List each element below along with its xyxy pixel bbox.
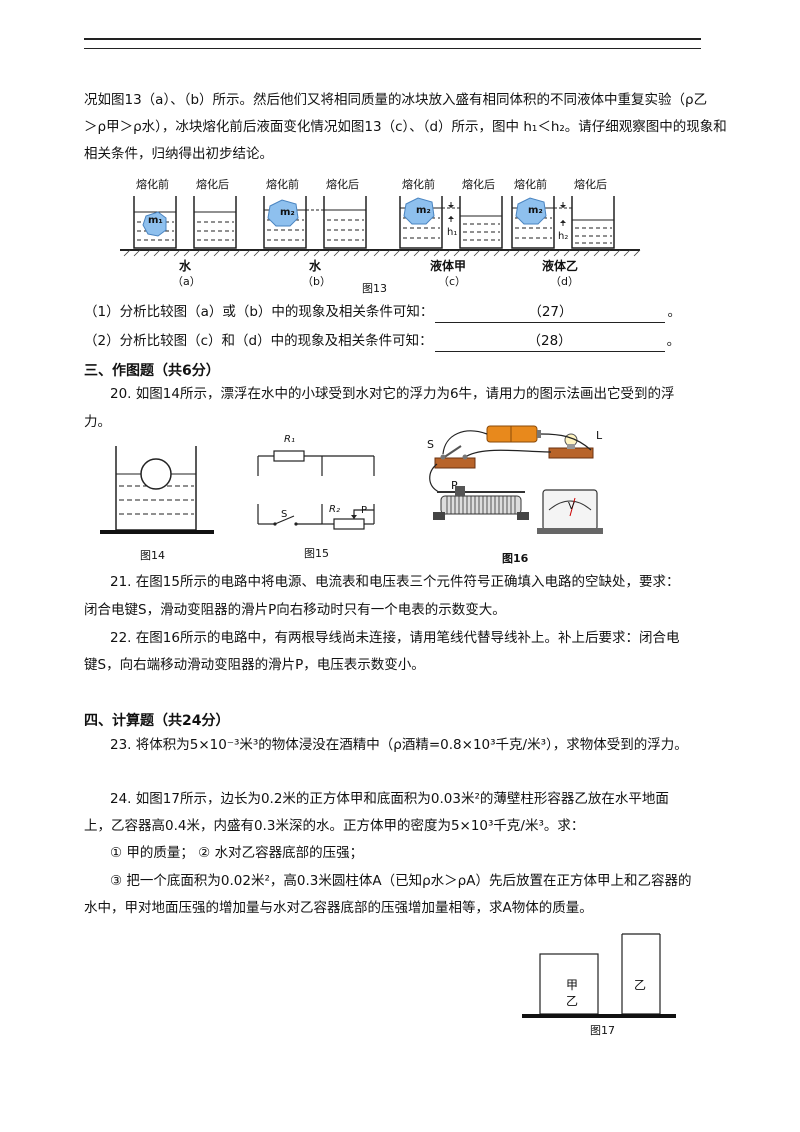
section-4-title: 四、计算题（共24分） (84, 713, 230, 729)
switch-s (274, 515, 295, 525)
fig13-a-mass-label: m₁ (148, 215, 163, 226)
floating-ball (140, 458, 172, 490)
q20-line-2: 力。 (84, 414, 111, 430)
q19-part2: （2）分析比较图（c）和（d）中的现象及相关条件可知：（28）。 (84, 331, 680, 352)
fig13-d-beaker-after (560, 196, 615, 249)
fig13-a-label: （a） (172, 275, 201, 288)
fig13-c-beaker-before (399, 196, 460, 249)
q24-line-4: ③ 把一个底面积为0.02米²，高0.3米圆柱体A（已知ρ水＞ρA）先后放置在正… (110, 873, 692, 889)
fig13-b-before-label: 熔化前 (266, 178, 299, 191)
q20-line-1: 20. 如图14所示，漂浮在水中的小球受到水对它的浮力为6牛，请用力的图示法画出… (110, 386, 675, 402)
header-rule-top (84, 38, 701, 40)
fig13-d-label: （d） (550, 275, 579, 288)
header-rule-bottom (84, 48, 701, 49)
battery-pack (486, 425, 541, 443)
fig13-c-before-label: 熔化前 (402, 178, 435, 191)
fig13-a-after-label: 熔化后 (196, 178, 229, 191)
fig13-a-beaker-before (133, 196, 177, 249)
fig13-d-beaker-before (511, 196, 572, 249)
q23-line-1: 23. 将体积为5×10⁻³米³的物体浸没在酒精中（ρ酒精=0.8×10³千克/… (110, 737, 688, 753)
q24-line-3: ① 甲的质量； ② 水对乙容器底部的压强； (110, 845, 364, 861)
q21-line-2: 闭合电键S，滑动变阻器的滑片P向右移动时只有一个电表的示数变大。 (84, 602, 506, 618)
fig15-caption: 图15 (304, 547, 329, 560)
fig14-caption: 图14 (140, 549, 165, 562)
fig13-b-mass-label: m₂ (280, 207, 295, 218)
fig16-caption: 图16 (502, 552, 529, 565)
fig13-b-after-label: 熔化后 (326, 178, 359, 191)
figure-13 (120, 196, 641, 257)
q19-part2-text: （2）分析比较图（c）和（d）中的现象及相关条件可知： (84, 333, 433, 349)
q22-line-2: 键S，向右端移动滑动变阻器的滑片P，电压表示数变小。 (84, 657, 425, 673)
fig16-s-label: S (427, 438, 434, 451)
fig17-yi-label: 乙 (634, 978, 647, 992)
q19-part1-end: 。 (667, 304, 681, 320)
q24-line-5: 水中，甲对地面压强的增加量与水对乙容器底部的压强增加量相等，求A物体的质量。 (84, 900, 593, 916)
fig13-b-beaker-before (263, 196, 324, 249)
q21-line-1: 21. 在图15所示的电路中将电源、电流表和电压表三个元件符号正确填入电路的空缺… (110, 574, 680, 590)
q22-line-1: 22. 在图16所示的电路中，有两根导线尚未连接，请用笔线代替导线补上。补上后要… (110, 630, 680, 646)
fig13-d-before-label: 熔化前 (514, 178, 547, 191)
fig13-d-liquid: 液体乙 (542, 259, 579, 273)
fig13-b-label: （b） (302, 275, 331, 288)
figure-16 (429, 425, 603, 534)
fig13-c-liquid: 液体甲 (430, 259, 467, 273)
q19-part1: （1）分析比较图（a）或（b）中的现象及相关条件可知：（27）。 (84, 302, 681, 323)
fig13-b-beaker-after (323, 196, 367, 249)
fig13-d-after-label: 熔化后 (574, 178, 607, 191)
fig15-s-label: S (281, 509, 288, 520)
fig13-a-beaker-after (193, 196, 237, 249)
rheostat-device (433, 486, 529, 520)
fig13-c-after-label: 熔化后 (462, 178, 495, 191)
q24-line-1: 24. 如图17所示，边长为0.2米的正方体甲和底面积为0.03米²的薄壁柱形容… (110, 791, 669, 807)
fig17-yi-inner-label: 乙 (566, 994, 579, 1008)
section-3-title: 三、作图题（共6分） (84, 363, 220, 379)
voltmeter-device (537, 489, 603, 534)
fig15-r2-label: R₂ (329, 504, 340, 515)
intro-line-1: 况如图13（a）、（b）所示。然后他们又将相同质量的冰块放入盛有相同体积的不同液… (84, 92, 708, 108)
fig16-v-label: V (568, 501, 575, 512)
fig13-c-label: （c） (438, 275, 467, 288)
fig15-p-label: P (361, 505, 368, 516)
fig13-caption: 图13 (362, 282, 387, 295)
fig13-d-mass-label: m₂ (528, 205, 543, 216)
rheostat-r2 (333, 518, 365, 530)
intro-line-3: 相关条件，归纳得出初步结论。 (84, 146, 273, 162)
switch-s-device (434, 445, 476, 469)
fig13-a-liquid: 水 (179, 259, 192, 273)
resistor-r1 (273, 450, 305, 462)
fig13-c-beaker-after (448, 196, 503, 249)
fig13-b-liquid: 水 (309, 259, 322, 273)
container-yi (621, 934, 661, 1015)
figure-14 (100, 446, 214, 534)
answer-blank-28[interactable]: （28） (434, 331, 665, 352)
fig15-r1-label: R₁ (284, 434, 295, 445)
intro-line-2: ＞ρ甲＞ρ水），冰块熔化前后液面变化情况如图13（c）、（d）所示，图中 h₁＜… (84, 119, 727, 135)
figure-15 (257, 450, 375, 530)
fig13-c-mass-label: m₂ (416, 205, 431, 216)
q19-part2-end: 。 (666, 333, 681, 349)
answer-blank-27[interactable]: （27） (435, 302, 666, 323)
fig13-h2-label: h₂ (558, 231, 569, 242)
figure-17 (522, 933, 676, 1018)
q19-part1-text: （1）分析比较图（a）或（b）中的现象及相关条件可知： (84, 304, 434, 320)
fig17-caption: 图17 (590, 1024, 615, 1037)
fig16-l-label: L (596, 429, 603, 442)
q24-line-2: 上，乙容器高0.4米，内盛有0.3米深的水。正方体甲的密度为5×10³千克/米³… (84, 818, 585, 834)
fig16-p-label: P (451, 479, 458, 492)
fig13-h1-label: h₁ (447, 227, 458, 238)
fig17-jia-label: 甲 (566, 978, 579, 992)
fig13-a-before-label: 熔化前 (136, 178, 169, 191)
